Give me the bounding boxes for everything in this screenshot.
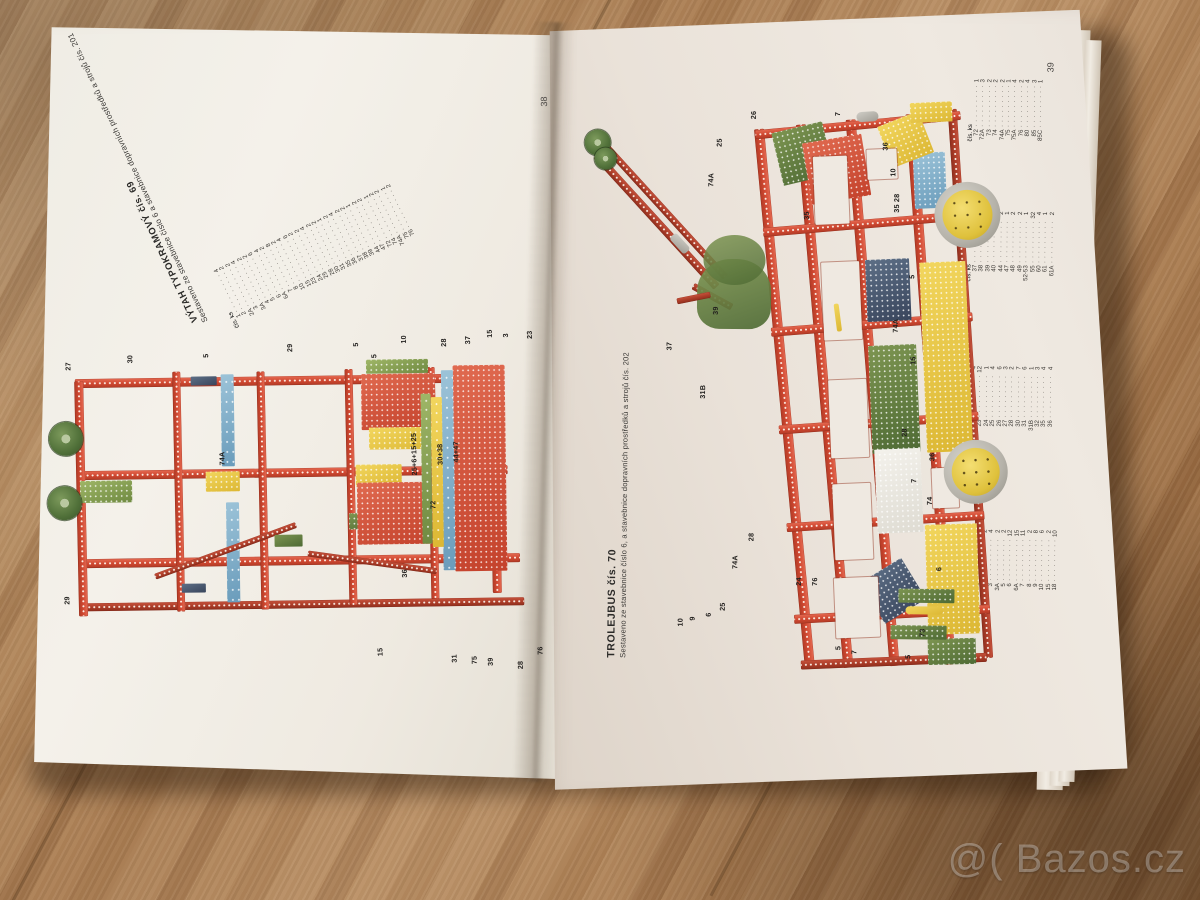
callout-label: 9 — [687, 616, 697, 621]
callout-label: 23 — [524, 330, 534, 340]
callout-label: 30 — [125, 354, 135, 364]
right-page-title: TROLEJBUS čís. 70 — [605, 548, 619, 658]
callout-label: 36 — [880, 142, 890, 151]
callout-label: 28 — [746, 532, 756, 542]
model-panel-yellow — [924, 523, 981, 635]
callout-label: 6 — [934, 566, 944, 572]
callout-label: 26 — [748, 110, 759, 120]
callout-label: 29 — [285, 343, 295, 353]
callout-label: 29 — [62, 596, 72, 605]
callout-label: 74A — [730, 555, 740, 570]
callout-label: 35 — [801, 211, 811, 220]
right-page-content: 39 TROLEJBUS čís. 70 Sestaveno ze staveb… — [556, 27, 1104, 773]
callout-label: 73 — [917, 628, 927, 638]
model-panel-yellow — [919, 260, 974, 453]
model-window — [833, 576, 881, 639]
callout-label: 74A — [217, 451, 227, 466]
callout-label: 31 — [449, 654, 459, 663]
model-panel-green — [927, 637, 977, 665]
left-page-subtitle: Sestaveno ze stavebnice číslo 6 a staveb… — [65, 31, 210, 324]
model-bracket — [190, 376, 217, 386]
model-post — [256, 371, 270, 610]
model-strip — [420, 393, 433, 544]
model-bracket — [274, 534, 303, 547]
model-window — [812, 155, 850, 225]
callout-label: 10 — [675, 617, 685, 627]
callout-label: 5 — [907, 274, 917, 279]
callout-label: 25 — [717, 602, 727, 611]
right-page-number: 39 — [1045, 62, 1056, 73]
callout-label: 31B — [698, 384, 708, 399]
model-panel-navy — [864, 258, 912, 322]
model-post — [172, 371, 186, 612]
callout-label: 15 — [375, 647, 385, 657]
callout-label: 7 — [832, 111, 843, 117]
right-page-subtitle: Sestaveno ze stavebnice číslo 6, a stave… — [618, 352, 631, 658]
callout-label: 10 — [888, 168, 898, 177]
model-plate — [365, 358, 429, 374]
left-page-title: VÝTAH TYPOKRAMOVÝ čís. 69 — [124, 178, 201, 325]
trolley-pole-pulley — [594, 147, 617, 170]
model-plate — [205, 471, 240, 492]
model-strip-yellow — [905, 606, 944, 615]
callout-label: 72 — [428, 500, 438, 510]
model-panel-yellow — [909, 101, 953, 124]
callout-label: 39 — [710, 306, 720, 315]
callout-label: 35 28 — [891, 193, 902, 213]
callout-label: 5 — [903, 654, 913, 659]
callout-label: 5 — [351, 342, 361, 347]
callout-label: 10 — [398, 335, 409, 344]
callout-label: 5 — [201, 353, 211, 358]
callout-label: 30+38 — [435, 443, 445, 465]
callout-label: 75 — [469, 655, 479, 665]
callout-label: 28 — [899, 428, 909, 437]
model-post — [344, 368, 358, 606]
callout-label: 36 — [927, 452, 937, 462]
callout-label: 7 — [849, 650, 859, 655]
callout-label: 25+6+15+25 — [408, 432, 419, 476]
callout-label: 7 — [909, 478, 919, 483]
callout-label: 5 — [369, 353, 379, 359]
model-fitting — [856, 110, 879, 123]
callout-label: 28 — [438, 338, 449, 347]
model-tower-plate — [452, 364, 508, 572]
model-strip — [430, 396, 444, 548]
trolley-pole-spring — [703, 234, 766, 286]
model-strip-green — [898, 588, 955, 604]
callout-label: 24 — [794, 577, 804, 586]
left-page-model-diagram — [46, 331, 538, 665]
callout-label: 27 — [63, 362, 73, 371]
callout-label: 74 — [924, 496, 934, 506]
callout-label: 37 — [462, 335, 473, 345]
callout-label: 15 — [484, 329, 494, 338]
callout-label: 36 — [399, 569, 409, 578]
callout-label: 37 — [664, 341, 674, 351]
callout-label: 76 — [810, 577, 820, 586]
callout-label: 3 — [500, 333, 510, 338]
trolley-pole-assembly — [571, 113, 773, 345]
model-bracket — [181, 583, 206, 593]
callout-label: 74A — [706, 172, 716, 187]
callout-label: 44+47 — [451, 441, 461, 463]
left-page-content: 38 VÝTAH TYPOKRAMOVÝ čís. 69 Sestaveno z… — [33, 32, 550, 725]
model-window — [832, 482, 874, 561]
model-window — [828, 378, 870, 459]
callout-label: 15 — [908, 356, 918, 365]
trolley-pole-arm — [593, 152, 720, 290]
callout-label: 74A — [890, 318, 900, 333]
callout-label: 76 — [535, 646, 545, 655]
callout-label: 25 — [714, 138, 724, 147]
model-plate — [80, 480, 133, 503]
watermark: @( Bazos.cz — [947, 837, 1186, 881]
model-panel-white — [874, 447, 924, 534]
left-page-number: 38 — [538, 96, 550, 107]
callout-label: 6 — [703, 612, 713, 617]
callout-label: 28 — [515, 660, 525, 670]
model-beam — [79, 597, 525, 612]
callout-label: 39 — [485, 657, 495, 666]
callout-label: 5 — [833, 645, 843, 651]
